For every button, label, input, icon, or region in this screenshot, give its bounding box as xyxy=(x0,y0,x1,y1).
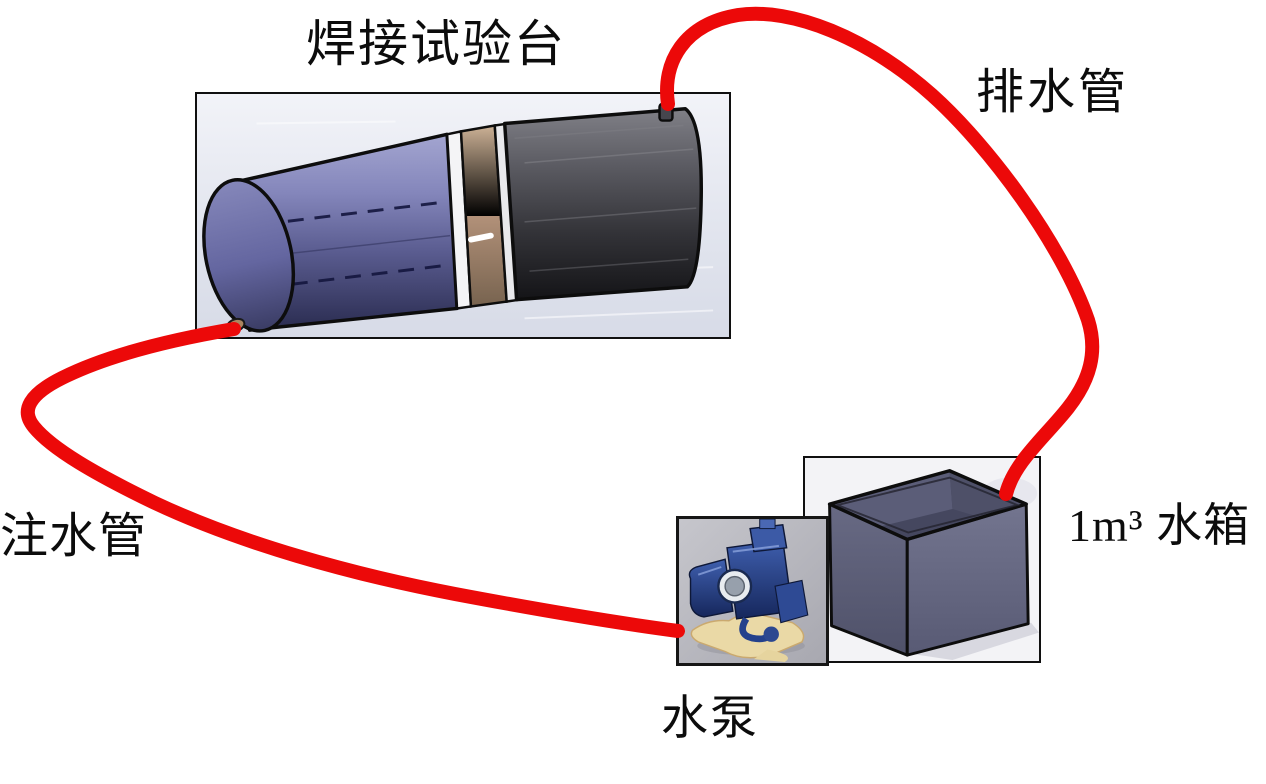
pump-valve xyxy=(763,626,779,642)
inject-pipe-label: 注水管 xyxy=(0,510,148,563)
bench-pipe-graphic xyxy=(197,94,729,337)
tank-image-frame xyxy=(803,456,1041,663)
inject-hose-path xyxy=(20,322,685,638)
pump-housing xyxy=(774,579,809,624)
drain-pipe-label: 排水管 xyxy=(976,66,1130,119)
pump-image-frame xyxy=(676,516,829,666)
pump-base-tail xyxy=(753,649,788,663)
pump-graphic xyxy=(679,519,826,663)
pump-top-cap xyxy=(759,519,776,530)
tank-label: 1m³ 水箱 xyxy=(1068,500,1251,551)
tank-shadow xyxy=(913,622,1039,661)
collar-weld-gap xyxy=(467,232,494,243)
pump-label: 水泵 xyxy=(661,693,759,745)
pump-highlights xyxy=(697,544,780,576)
bench-label: 焊接试验台 xyxy=(306,16,566,72)
pump-inlet-bore xyxy=(724,575,746,597)
bench-image-frame xyxy=(195,92,731,339)
drain-nipple xyxy=(658,102,674,122)
tank-graphic xyxy=(827,469,1039,661)
